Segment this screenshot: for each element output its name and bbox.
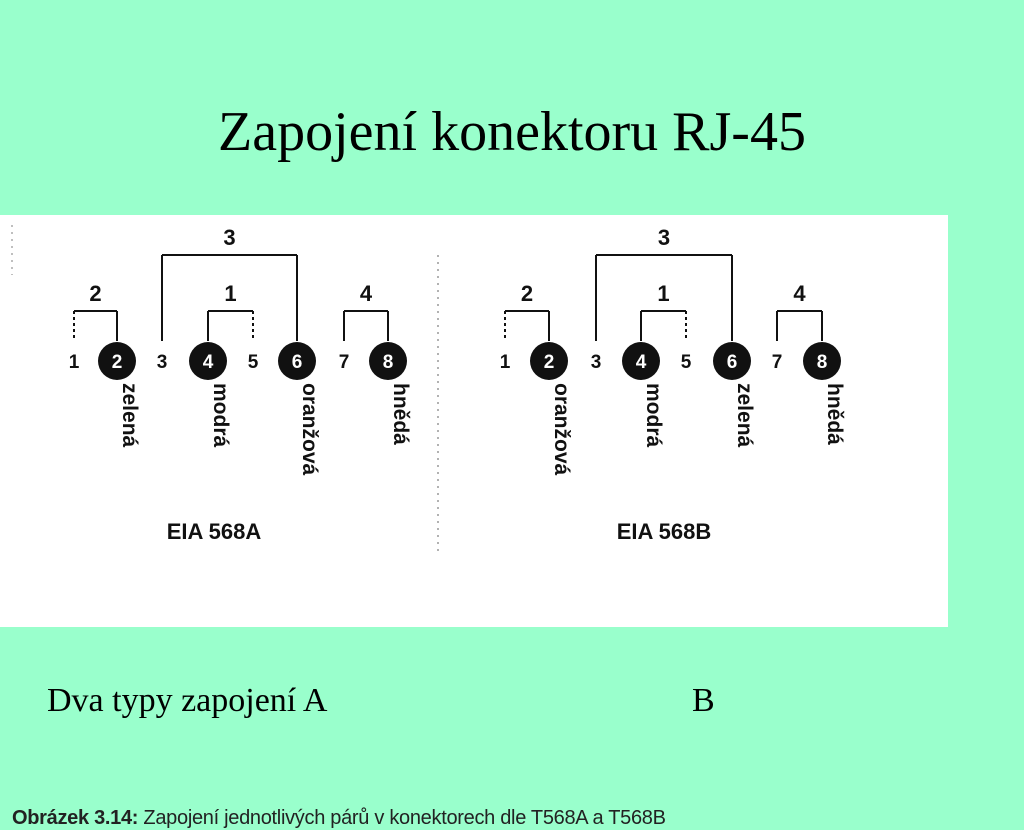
panel-label: EIA 568A (167, 519, 262, 544)
pair-number-label: 2 (521, 281, 533, 306)
pair-number-label: 2 (89, 281, 101, 306)
pin-number: 6 (292, 352, 303, 373)
pin-number: 8 (817, 352, 828, 373)
pin-number: 3 (157, 352, 168, 373)
pin-circle-filled (98, 342, 136, 380)
pin-number: 2 (544, 352, 555, 373)
pin-circle-filled (369, 342, 407, 380)
pin-number: 1 (500, 352, 511, 373)
pin-number: 7 (339, 352, 350, 373)
pin-number: 5 (681, 352, 692, 373)
wire-color-label: zelená (733, 383, 756, 448)
wire-color-label: oranžová (550, 383, 573, 476)
pin-circle-filled (803, 342, 841, 380)
caption-prefix: Obrázek 3.14: (12, 807, 139, 829)
wire-color-label: hnědá (823, 383, 846, 445)
pin-number: 3 (591, 352, 602, 373)
pair-number-label: 4 (793, 281, 806, 306)
caption-text: Zapojení jednotlivých párů v konektorech… (138, 807, 666, 829)
pin-number: 6 (727, 352, 738, 373)
pin-number: 4 (203, 352, 214, 373)
wire-color-label: modrá (209, 383, 232, 448)
pin-circle-filled (189, 342, 227, 380)
bottom-text-right: B (692, 682, 715, 719)
pair-number-label: 1 (224, 281, 236, 306)
pair-number-label: 3 (223, 225, 235, 250)
pin-number: 8 (383, 352, 394, 373)
pin-number: 5 (248, 352, 259, 373)
wiring-diagram: 2 1 3 4 1 2 3 4 5 6 7 8 zelená modrá oranžová hnědáEIA … (11, 225, 846, 555)
bottom-text-left: Dva typy zapojení A (47, 682, 328, 719)
pin-circle-filled (622, 342, 660, 380)
pin-number: 1 (69, 352, 80, 373)
pair-number-label: 4 (360, 281, 373, 306)
wire-color-label: modrá (642, 383, 665, 448)
pin-circle-filled (530, 342, 568, 380)
wire-color-label: hnědá (389, 383, 412, 445)
pin-number: 4 (636, 352, 647, 373)
pin-number: 2 (112, 352, 123, 373)
panel-label: EIA 568B (617, 519, 712, 544)
pin-circle-filled (713, 342, 751, 380)
slide-title: Zapojení konektoru RJ-45 (218, 101, 806, 163)
wire-color-label: zelená (118, 383, 141, 448)
pin-circle-filled (278, 342, 316, 380)
pair-number-label: 3 (658, 225, 670, 250)
wire-color-label: oranžová (298, 383, 321, 476)
pair-number-label: 1 (657, 281, 669, 306)
figure-caption: Obrázek 3.14: Zapojení jednotlivých párů… (12, 807, 666, 830)
pin-number: 7 (772, 352, 783, 373)
